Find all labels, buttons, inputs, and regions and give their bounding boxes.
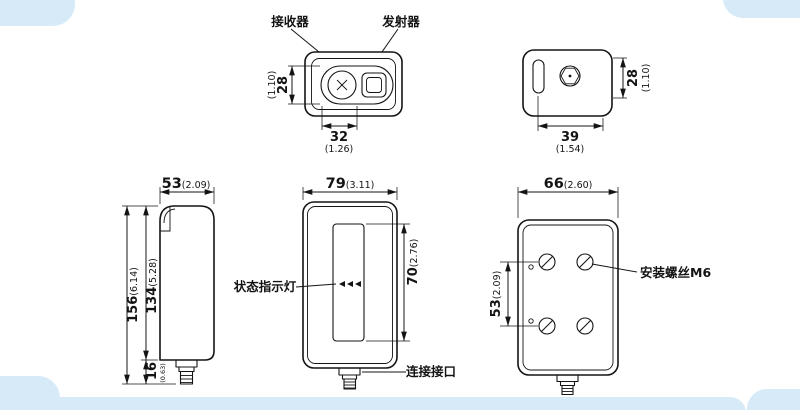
front-head-view: 接收器 发射器 28 (1.10) 32 (1.26) [267, 14, 420, 155]
lens-stadium [320, 65, 394, 105]
dim-rear-width-mm: 39 [561, 130, 579, 145]
status-light-leader-line [295, 283, 337, 288]
dim-side-heights: 156(6.14) 134(5.28) 16 (0.63) [122, 205, 176, 385]
receiver-label: 接收器 [271, 14, 309, 29]
dim-rear-width-in: (1.54) [556, 144, 585, 155]
dim-rear-body-width: 66(2.60) [517, 176, 619, 218]
indicator-window [332, 223, 365, 342]
front-connector [338, 367, 361, 390]
dim-body-height-text: 134(5.28) [145, 258, 160, 314]
rear-pin-hole-bottom [528, 318, 534, 324]
dim-screw-spacing: 53(2.09) [489, 261, 538, 327]
rear-connector [556, 374, 579, 396]
mounting-screw-top-right [576, 253, 594, 271]
mounting-screw-label: 安装螺丝M6 [640, 265, 711, 280]
mounting-slot [532, 59, 545, 94]
mounting-screw-bottom-right [576, 317, 594, 335]
dim-front-width: 79(3.11) [302, 176, 398, 200]
top-rear-view: 28 (1.10) 39 (1.54) [522, 49, 652, 155]
rear-body-inner-outline [522, 224, 614, 371]
receiver-lens [327, 70, 357, 100]
transmitter-lens-inner [366, 77, 382, 93]
dim-head-height-in: (1.10) [267, 71, 278, 100]
side-view: 53(2.09) 156(6.14) 134(5.28) 16 (0.63) [122, 176, 215, 385]
mounting-screw-leader-line [591, 263, 638, 273]
dim-connector-height-in: (0.63) [159, 363, 167, 383]
dim-rear-width: 39 (1.54) [537, 96, 604, 155]
mounting-screw-top-left [538, 253, 556, 271]
dim-rear-body-width-text: 66(2.60) [544, 176, 593, 192]
connector-label: 连接接口 [406, 364, 456, 379]
mounting-screw-bottom-left [538, 317, 556, 335]
rear-pin-hole-top [528, 264, 534, 270]
transmitter-label: 发射器 [381, 14, 420, 29]
hex-bolt-center [568, 74, 572, 78]
rear-view: 66(2.60) 53(2.09) 安装螺丝M6 [489, 176, 711, 396]
dim-screw-spacing-text: 53(2.09) [489, 271, 504, 318]
status-light-label: 状态指示灯 [234, 279, 297, 294]
decor-bottom-right [747, 389, 800, 410]
front-head-outline [304, 51, 403, 117]
rear-body-outline [517, 219, 619, 376]
side-connector [175, 359, 198, 385]
dim-side-width: 53(2.09) [159, 176, 215, 204]
front-body-inner-outline [307, 206, 393, 364]
dim-rear-height-mm: 28 [626, 69, 641, 87]
dim-rear-height-in: (1.10) [641, 64, 652, 93]
decor-top-right [723, 0, 800, 18]
side-inner-contour [163, 208, 176, 224]
dim-head-height-mm: 28 [276, 76, 291, 94]
decor-top-left [0, 0, 75, 26]
dim-head-width-in: (1.26) [325, 144, 354, 155]
dim-head-width: 32 (1.26) [321, 106, 358, 155]
dim-total-height-text: 156(6.14) [126, 267, 141, 323]
side-body-outline [159, 205, 215, 361]
dim-window-height-text: 70(2.76) [406, 239, 421, 286]
dim-connector-height-mm: 16 [145, 362, 160, 380]
side-head-step [160, 207, 171, 232]
front-head-inner-outline [311, 58, 396, 110]
receiver-lens-cross [336, 79, 348, 91]
front-view: 79(3.11) 状态指示灯 连接接口 70(2.76) [234, 176, 456, 390]
status-led-arrows [339, 281, 361, 287]
transmitter-lens [361, 72, 387, 98]
hex-bolt [559, 65, 581, 87]
dim-head-height: 28 (1.10) [267, 65, 320, 105]
dim-rear-height: 28 (1.10) [613, 57, 652, 99]
hex-bolt-head [560, 67, 580, 85]
dim-head-width-mm: 32 [330, 130, 348, 145]
dim-window-height: 70(2.76) [366, 223, 421, 342]
dim-front-width-text: 79(3.11) [326, 176, 375, 192]
decor-bottom-band [34, 397, 746, 410]
dim-side-width-text: 53(2.09) [162, 176, 211, 192]
top-rear-outline [522, 49, 613, 117]
